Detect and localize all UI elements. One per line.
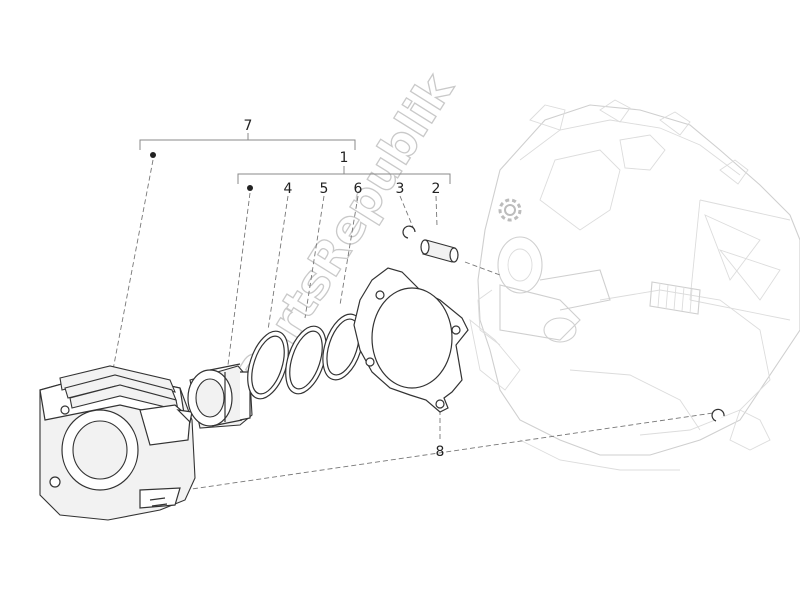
callout-6: 6 bbox=[354, 181, 363, 197]
cylinder-part-7 bbox=[39, 365, 196, 521]
gear-icon bbox=[498, 198, 522, 222]
circlip-part-3 bbox=[402, 225, 416, 239]
bullet-dot-1 bbox=[247, 185, 253, 191]
circlip-part-3b bbox=[711, 408, 725, 422]
bullet-dot-7 bbox=[150, 152, 156, 158]
bracket-1 bbox=[237, 166, 451, 184]
callout-7: 7 bbox=[244, 118, 253, 134]
piston-part-4 bbox=[187, 363, 253, 429]
leader-lines bbox=[111, 159, 721, 491]
callout-8: 8 bbox=[436, 444, 445, 460]
piston-ring-part-5 bbox=[247, 330, 289, 400]
callout-4: 4 bbox=[284, 181, 293, 197]
callout-2: 2 bbox=[432, 181, 441, 197]
gasket-part-8 bbox=[353, 267, 469, 413]
piston-ring-part-5b bbox=[285, 325, 327, 395]
callout-1: 1 bbox=[340, 150, 349, 166]
engine-crankcase-ghost bbox=[477, 99, 800, 471]
piston-pin-part-2 bbox=[420, 239, 459, 263]
callout-5: 5 bbox=[320, 181, 329, 197]
bracket-7 bbox=[139, 133, 356, 150]
connecting-rod-ghost bbox=[469, 236, 611, 391]
splined-shaft-ghost bbox=[649, 281, 701, 315]
callout-3: 3 bbox=[396, 181, 405, 197]
piston-ring-part-6 bbox=[322, 313, 364, 381]
